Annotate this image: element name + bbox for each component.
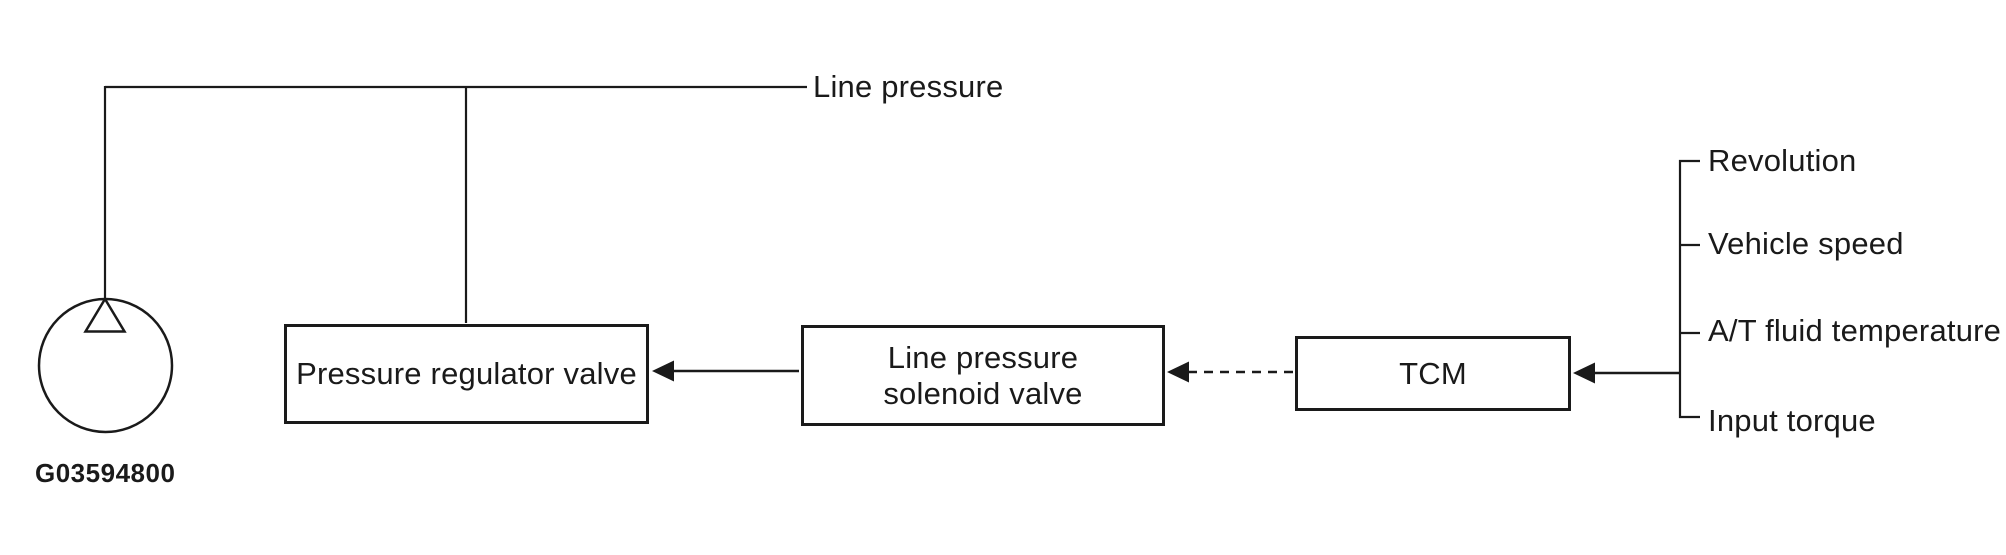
tcm-input-label-input-torque: Input torque — [1708, 403, 1876, 438]
solenoid-valve-label-line1: Line pressure — [887, 339, 1079, 375]
line-pressure-label: Line pressure — [813, 69, 1004, 104]
node-line-pressure-solenoid-valve: Line pressure solenoid valve — [801, 325, 1165, 426]
solenoid-valve-label-line2: solenoid valve — [883, 375, 1083, 411]
node-tcm: TCM — [1295, 336, 1571, 411]
solenoid-to-regulator-arrowhead-icon — [652, 360, 674, 382]
tcm-input-label-vehicle-speed: Vehicle speed — [1708, 226, 1904, 261]
inputs-to-tcm-arrowhead-icon — [1573, 362, 1595, 384]
tcm-label: TCM — [1399, 355, 1467, 391]
pressure-regulator-valve-label: Pressure regulator valve — [296, 356, 637, 391]
inputs-bracket — [1678, 159, 1700, 419]
tcm-input-label-fluid-temperature: A/T fluid temperature — [1708, 313, 2002, 348]
tcm-input-label-revolution: Revolution — [1708, 143, 1857, 178]
node-pressure-regulator-valve: Pressure regulator valve — [284, 324, 649, 424]
pump-triangle-icon — [83, 296, 127, 333]
tcm-to-solenoid-arrowhead-icon — [1167, 361, 1189, 383]
figure-id-label: G03594800 — [35, 458, 176, 488]
